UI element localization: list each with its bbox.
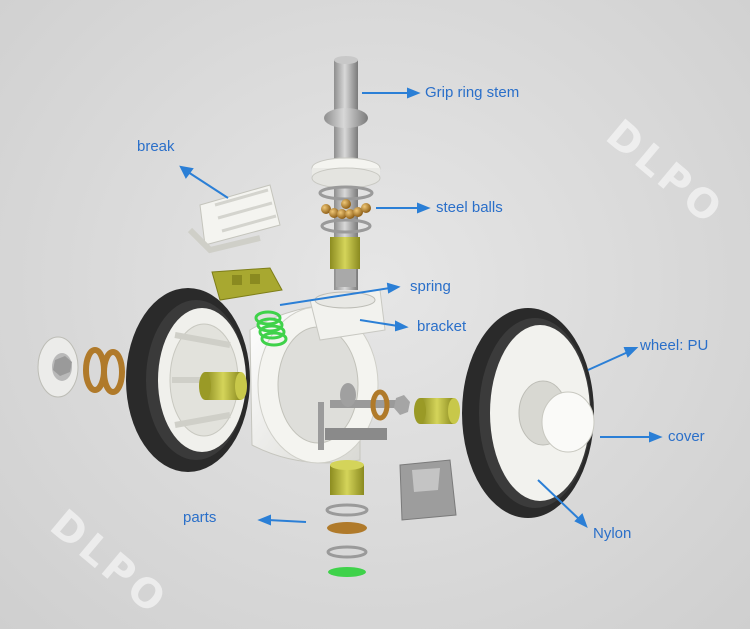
label-wheel-pu: wheel: PU xyxy=(640,337,709,354)
label-break: break xyxy=(137,138,175,155)
label-nylon: Nylon xyxy=(593,525,632,542)
left-brass-washer-2 xyxy=(101,349,125,395)
label-spring: spring xyxy=(410,278,451,295)
callout-arrows xyxy=(179,87,663,529)
bottom-parts xyxy=(325,460,369,577)
label-cover: cover xyxy=(668,428,705,445)
grey-bracket-plate xyxy=(399,459,457,521)
label-parts: parts xyxy=(183,509,217,526)
bracket-body xyxy=(249,289,386,464)
right-bushing xyxy=(414,398,460,424)
left-cap xyxy=(37,336,79,398)
right-wheel xyxy=(462,308,595,518)
label-grip-ring-stem: Grip ring stem xyxy=(425,84,520,101)
label-steel-balls: steel balls xyxy=(436,199,503,216)
spring xyxy=(254,310,288,347)
steel-balls xyxy=(321,199,371,219)
left-bushing xyxy=(199,372,247,400)
brake-plate xyxy=(211,267,283,301)
grip-ring-stem xyxy=(311,56,381,290)
brake-pedal xyxy=(187,184,281,254)
axle-assembly xyxy=(318,383,410,450)
label-bracket: bracket xyxy=(417,318,467,335)
